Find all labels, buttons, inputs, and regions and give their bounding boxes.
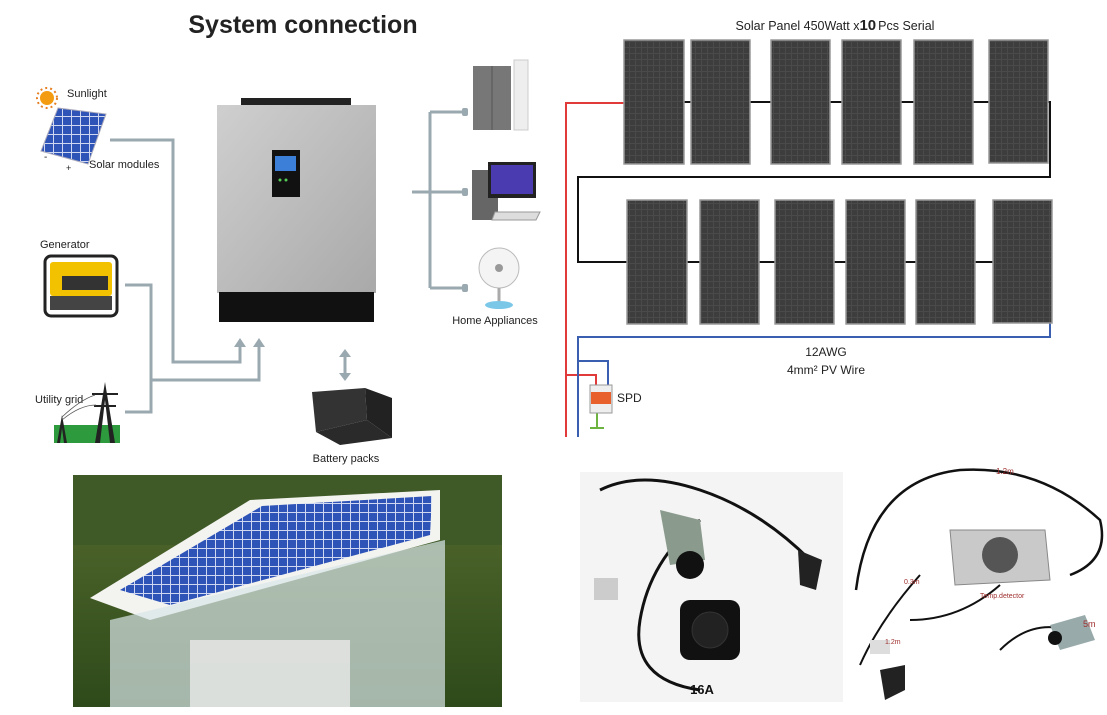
utility-grid-label: Utility grid xyxy=(35,394,83,406)
wire-spec-label: 4mm² PV Wire xyxy=(787,363,865,377)
charging-cable-photo: 16A xyxy=(580,472,843,702)
main-cable-length: 1.2m xyxy=(996,467,1014,476)
spd-label: SPD xyxy=(617,391,642,405)
battery-icon xyxy=(312,388,392,445)
spd-icon xyxy=(589,384,613,414)
solar-panel xyxy=(992,199,1053,324)
sun-icon xyxy=(36,87,58,109)
solar-panel xyxy=(774,199,835,325)
temp-detector-label: Temp.detector xyxy=(980,593,1025,600)
inverter-icon xyxy=(217,98,376,322)
utility-grid-icon xyxy=(54,382,120,443)
solar-panel xyxy=(841,39,902,165)
solar-panel xyxy=(915,199,976,325)
solar-panel xyxy=(988,39,1049,164)
short-cable-length: 0.3m xyxy=(904,579,920,586)
solar-panels-row-2 xyxy=(626,199,1053,325)
connection-lines xyxy=(110,110,465,414)
plug-cable-length: 5m xyxy=(1083,619,1096,629)
computer-icon xyxy=(472,162,541,221)
solar-modules-label: Solar modules xyxy=(89,159,160,171)
solar-panels-row-1 xyxy=(623,39,1049,165)
fan-icon xyxy=(478,247,520,309)
minus-label: - xyxy=(44,152,47,163)
golf-cart-solar-photo xyxy=(73,475,502,707)
solar-panel xyxy=(770,39,831,165)
solar-panel xyxy=(690,39,751,165)
cable-rating-label: 16A xyxy=(690,682,714,697)
solar-panel xyxy=(699,199,760,325)
home-appliances-label: Home Appliances xyxy=(452,315,538,327)
charger-photo: 1.2m xyxy=(854,467,1104,700)
solar-panel xyxy=(623,39,685,165)
solar-panel xyxy=(913,39,974,165)
battery-packs-label: Battery packs xyxy=(313,453,380,465)
solar-module-icon xyxy=(40,107,107,165)
socket-cable-length: 1.2m xyxy=(885,639,901,646)
plus-label: + xyxy=(66,163,71,173)
solar-panel xyxy=(845,199,906,325)
solar-panel xyxy=(626,199,688,325)
plug-icons xyxy=(462,108,468,292)
arrow-icons xyxy=(234,338,351,381)
refrigerator-icon xyxy=(473,59,529,131)
diagram-title: System connection xyxy=(188,11,417,39)
sunlight-label: Sunlight xyxy=(67,88,107,100)
generator-label: Generator xyxy=(40,239,90,251)
wire-gauge-label: 12AWG xyxy=(805,345,847,359)
generator-icon xyxy=(43,254,119,318)
